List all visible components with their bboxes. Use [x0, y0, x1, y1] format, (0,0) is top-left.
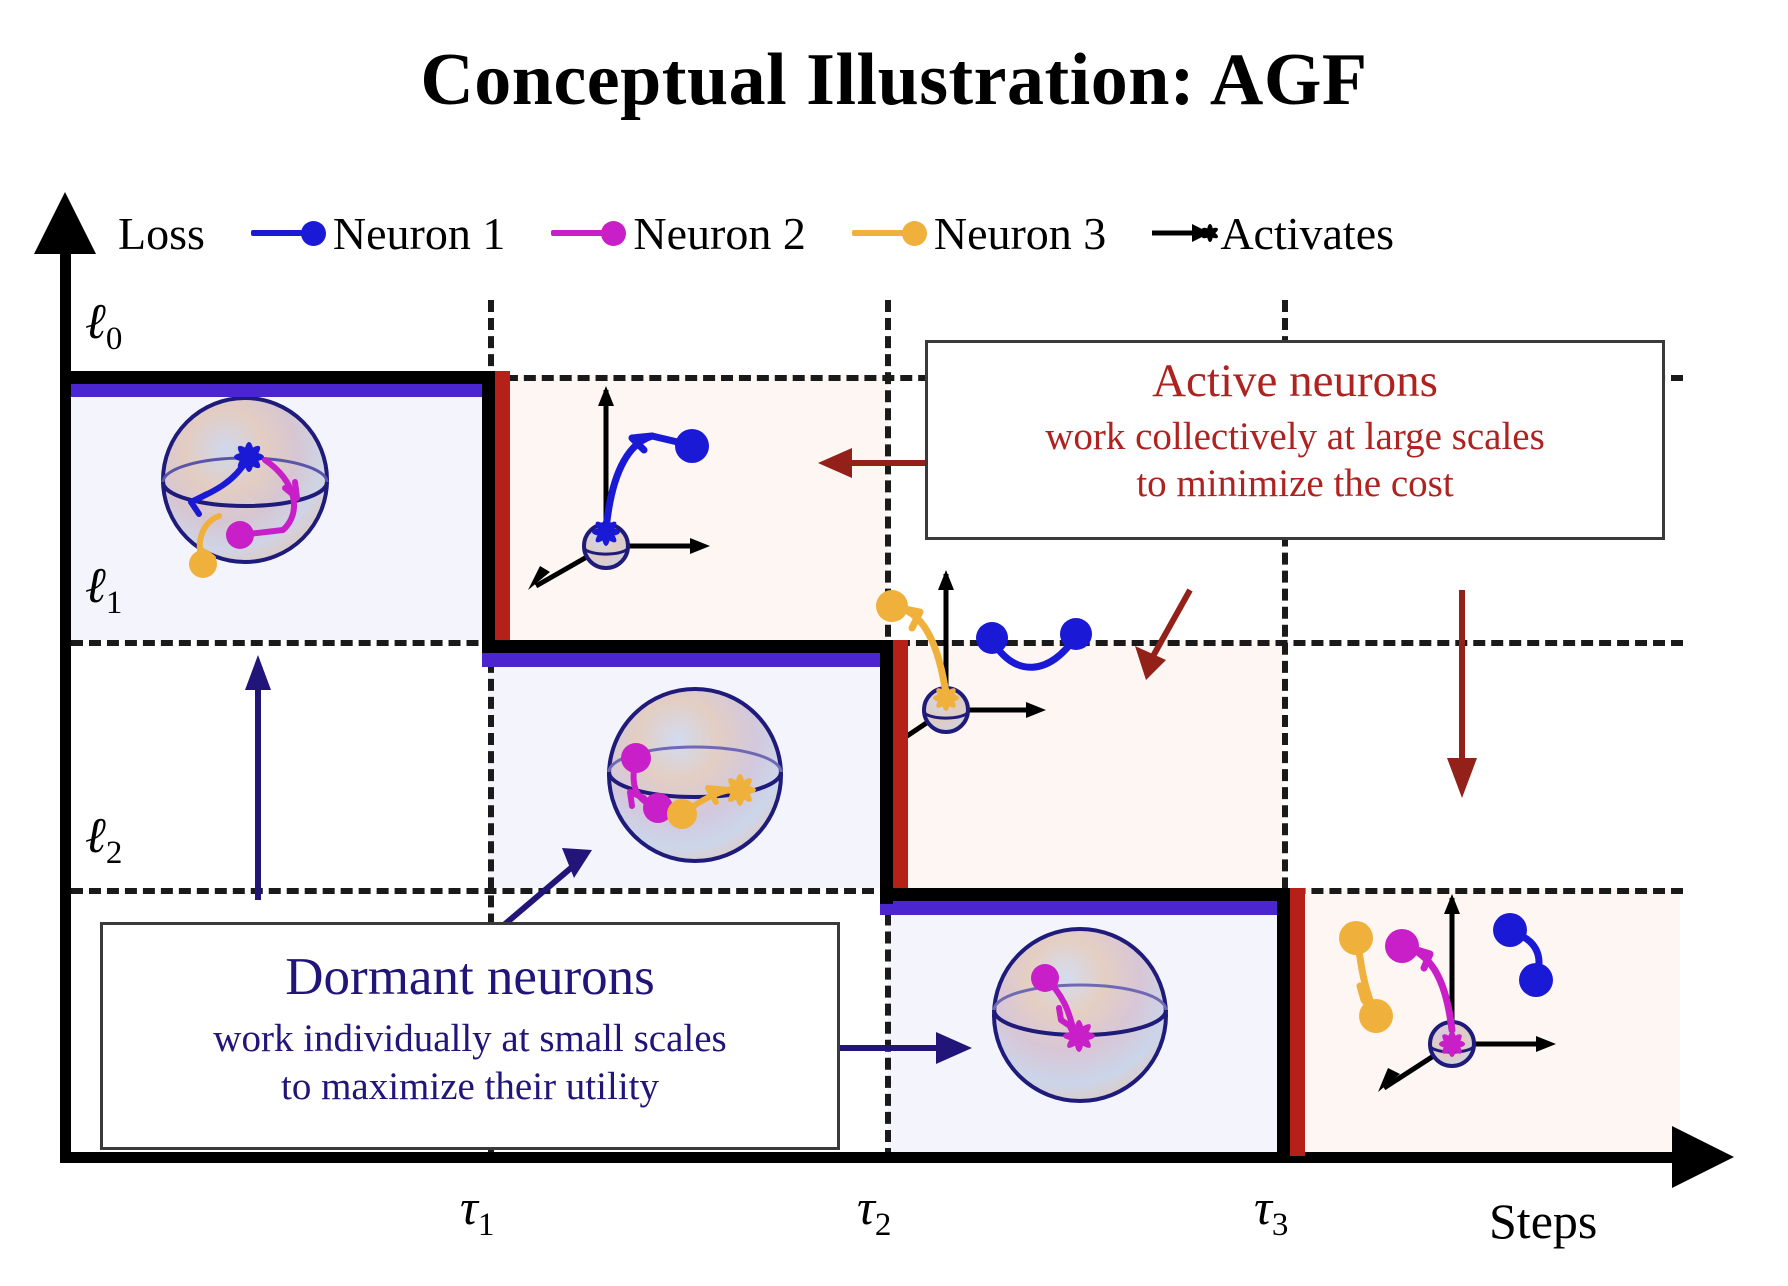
x-tick-tau2-symbol: τ	[857, 1179, 875, 1235]
gridline-tau3	[1282, 300, 1288, 1160]
x-tick-label-tau3: τ3	[1254, 1178, 1288, 1244]
x-tick-tau3-symbol: τ	[1254, 1179, 1272, 1235]
legend: Loss Neuron 1 Neuron 2 Neuron 3	[118, 205, 1394, 261]
annotation-active-heading: Active neurons	[1152, 355, 1438, 407]
plateau-1	[482, 640, 893, 653]
gridline-tau1	[488, 300, 494, 1160]
x-tick-tau2-sub: 2	[874, 1207, 892, 1243]
y-tick-l2-symbol: ℓ	[85, 807, 106, 863]
plateau-accent-2	[880, 901, 1290, 915]
x-tick-tau3-sub: 3	[1271, 1207, 1289, 1243]
plateau-accent-1	[482, 653, 893, 667]
y-tick-label-l1: ℓ1	[85, 556, 122, 622]
y-tick-label-l0: ℓ0	[85, 292, 122, 358]
loss-axis-label: Loss	[118, 207, 205, 259]
y-tick-label-l2: ℓ2	[85, 806, 122, 872]
y-tick-l1-sub: 1	[105, 585, 123, 621]
x-axis	[60, 1152, 1680, 1163]
phase-band-dormant-3	[888, 896, 1282, 1152]
neuron-2-marker-icon	[551, 220, 627, 246]
neuron-1-marker-icon	[250, 220, 326, 246]
legend-item-neuron-2[interactable]: Neuron 2	[551, 207, 806, 260]
x-tick-tau1-sub: 1	[477, 1207, 495, 1243]
drop-1	[482, 371, 495, 653]
phase-band-active-3	[1282, 888, 1680, 1152]
y-tick-l1-symbol: ℓ	[85, 557, 106, 613]
annotation-active-line-1: work collectively at large scales	[1045, 414, 1545, 458]
y-tick-l0-sub: 0	[105, 321, 123, 357]
gridline-l2	[71, 888, 1683, 894]
plateau-accent-0	[71, 383, 495, 397]
annotation-dormant-heading: Dormant neurons	[285, 948, 655, 1006]
arrow-active-down	[1447, 590, 1477, 798]
phase-band-dormant-2	[488, 648, 888, 888]
plateau-2	[880, 888, 1290, 901]
drop-3	[1277, 888, 1290, 1156]
legend-label-neuron-3: Neuron 3	[933, 207, 1107, 259]
x-axis-arrowhead-icon	[1672, 1126, 1734, 1188]
legend-label-activates: Activates	[1220, 207, 1395, 259]
phase-band-dormant-1	[71, 383, 488, 640]
activates-asterisk-icon	[1152, 220, 1219, 246]
x-tick-tau1-symbol: τ	[460, 1179, 478, 1235]
legend-item-activates[interactable]: Activates	[1152, 207, 1394, 260]
drop-2	[880, 640, 893, 904]
x-tick-label-tau1: τ1	[460, 1178, 494, 1244]
drop-accent-2	[893, 640, 908, 904]
drop-accent-3	[1290, 888, 1305, 1156]
arrow-dormant-up	[245, 655, 271, 900]
neuron-3-marker-icon	[851, 220, 927, 246]
page-title: Conceptual Illustration: AGF	[420, 39, 1368, 121]
drop-accent-1	[495, 371, 510, 653]
phase-band-active-2	[888, 640, 1282, 888]
x-axis-title: Steps	[1489, 1193, 1598, 1249]
plateau-0	[71, 371, 495, 384]
y-tick-l0-symbol: ℓ	[85, 293, 106, 349]
annotation-active-line-2: to minimize the cost	[1136, 462, 1454, 506]
legend-label-neuron-1: Neuron 1	[332, 207, 506, 259]
y-axis-arrowhead-icon	[34, 192, 96, 254]
x-tick-label-tau2: τ2	[857, 1178, 891, 1244]
legend-item-neuron-1[interactable]: Neuron 1	[250, 207, 506, 260]
legend-item-neuron-3[interactable]: Neuron 3	[851, 207, 1107, 260]
y-axis	[60, 248, 71, 1163]
legend-label-neuron-2: Neuron 2	[633, 207, 806, 259]
annotation-dormant-line-1: work individually at small scales	[213, 1017, 727, 1061]
annotation-box-dormant: Dormant neurons work individually at sma…	[100, 922, 840, 1150]
annotation-dormant-line-2: to maximize their utility	[280, 1064, 659, 1108]
y-tick-l2-sub: 2	[105, 835, 123, 871]
annotation-box-active: Active neurons work collectively at larg…	[925, 340, 1665, 540]
phase-band-active-1	[488, 375, 888, 640]
